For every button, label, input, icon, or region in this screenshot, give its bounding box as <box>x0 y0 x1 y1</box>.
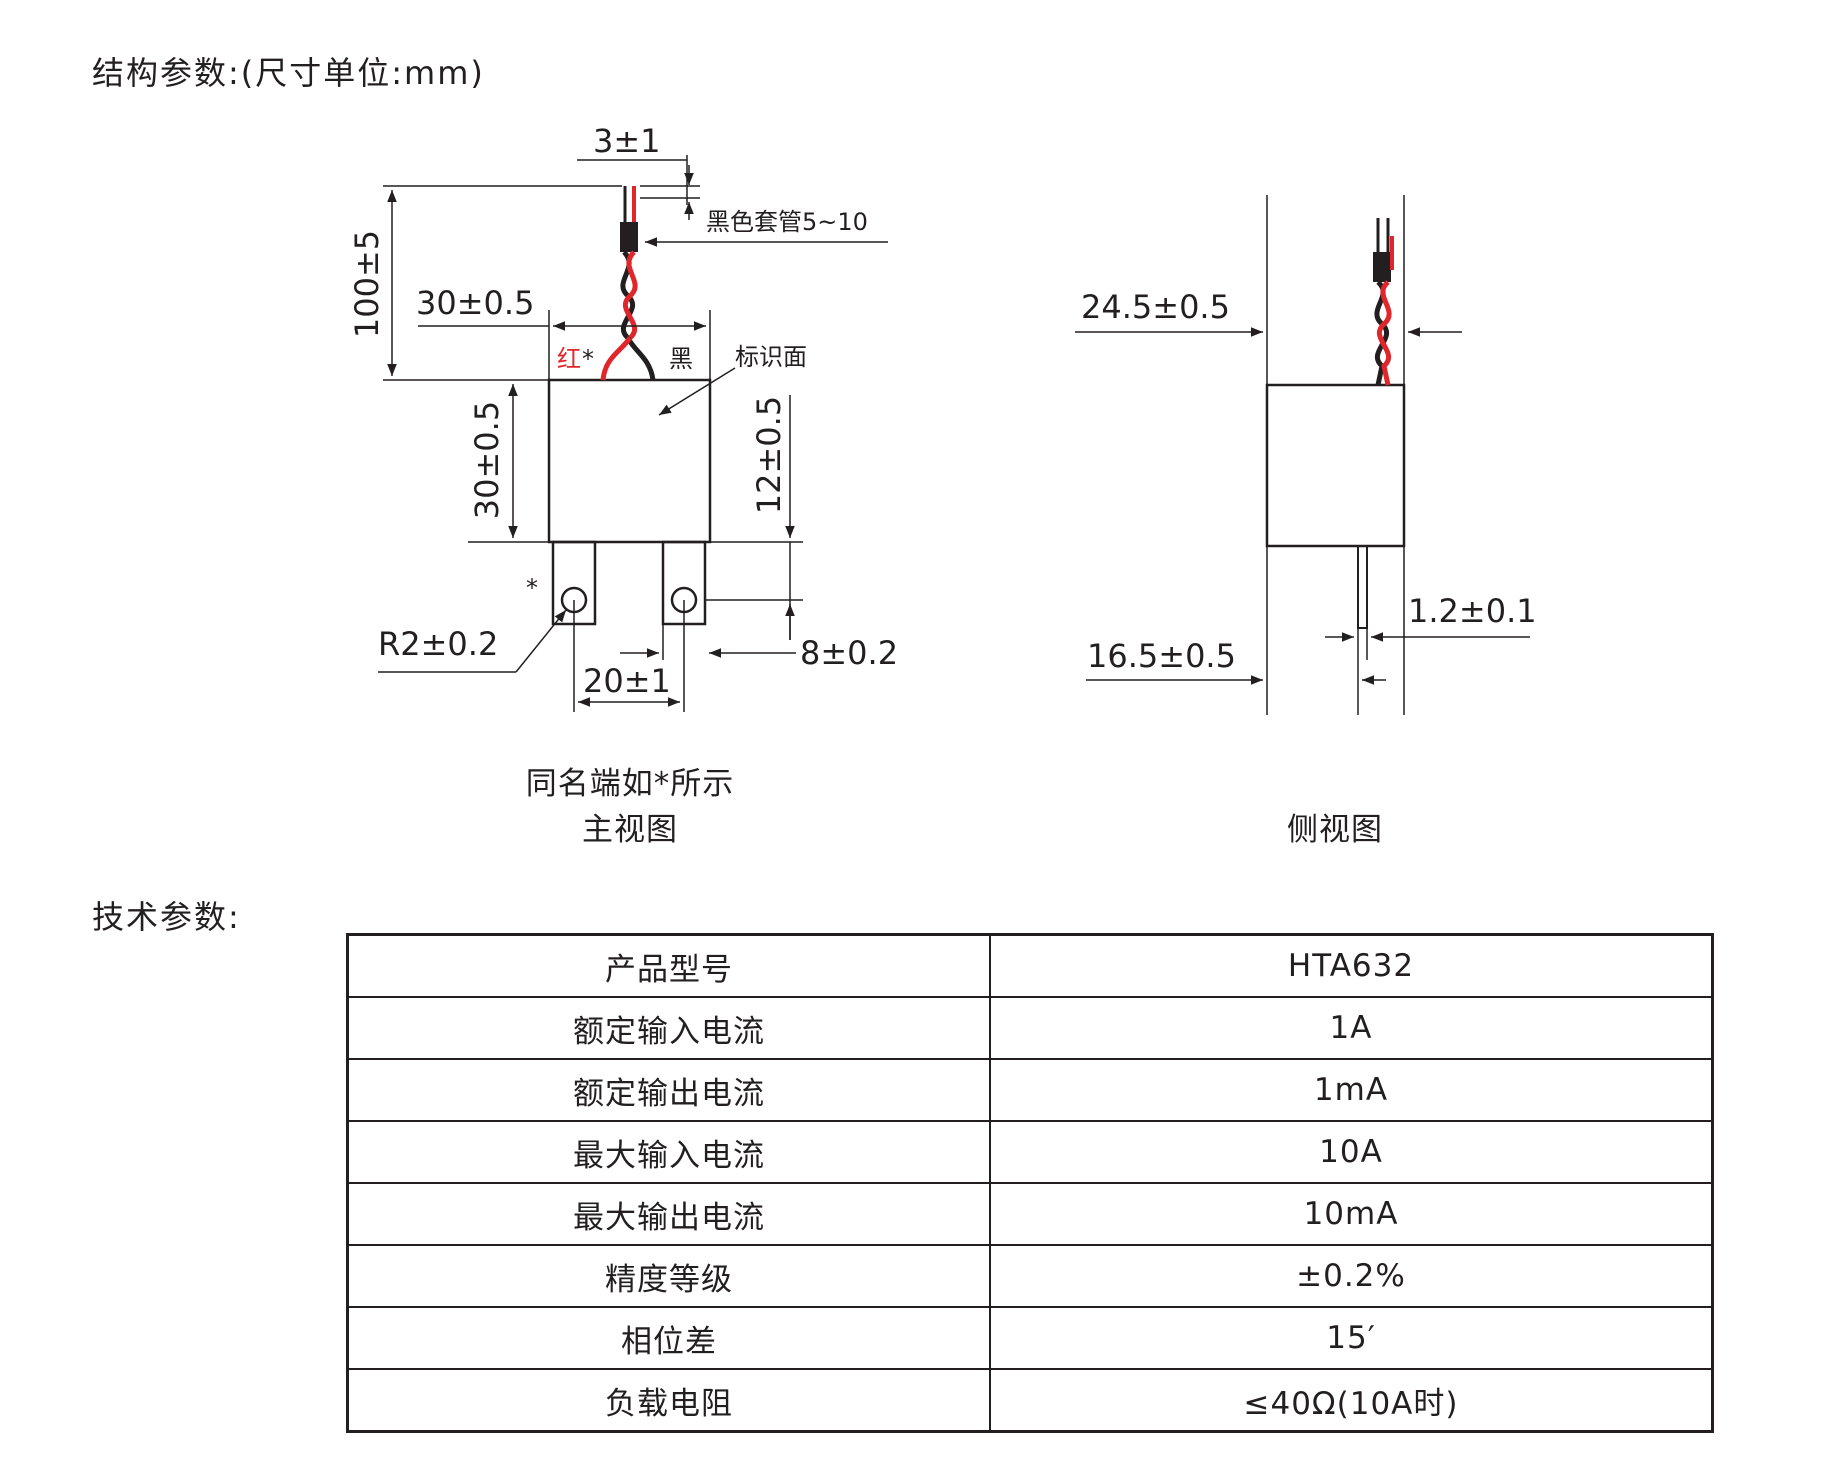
dim-pin-pitch: 20±1 <box>583 662 671 700</box>
sleeve-label: 黑色套管5~10 <box>706 208 868 236</box>
param-name: 最大输出电流 <box>346 1182 991 1246</box>
label-red: 红 <box>557 345 581 373</box>
side-view <box>1075 195 1530 715</box>
dim-lead-tip: 3±1 <box>593 122 661 160</box>
tech-heading: 技术参数: <box>92 898 241 936</box>
side-body <box>1265 383 1406 548</box>
front-view-caption-line2: 主视图 <box>582 812 678 848</box>
dim-total-length: 100±5 <box>348 230 386 338</box>
side-view-caption: 侧视图 <box>1287 812 1383 848</box>
pin-star-marker: * <box>526 574 538 602</box>
dimension-drawing: 3±1 黑色套管5~10 100±5 30±0.5 红 * 黑 标识面 30±0… <box>348 122 1537 715</box>
side-wires <box>1373 218 1394 386</box>
param-value: 15′ <box>989 1306 1714 1370</box>
param-name: 负载电阻 <box>346 1368 991 1433</box>
table-row: 额定输出电流 1mA <box>346 1058 1714 1122</box>
table-row: 最大输入电流 10A <box>346 1120 1714 1184</box>
param-name: 产品型号 <box>346 933 991 998</box>
param-name: 相位差 <box>346 1306 991 1370</box>
label-mark-face: 标识面 <box>735 343 807 371</box>
table-row: 负载电阻 ≤40Ω(10A时) <box>346 1368 1714 1433</box>
table-row: 精度等级 ±0.2% <box>346 1244 1714 1308</box>
dim-pin-thickness: 1.2±0.1 <box>1408 592 1537 630</box>
table-row: 额定输入电流 1A <box>346 996 1714 1060</box>
param-name: 额定输出电流 <box>346 1058 991 1122</box>
table-row: 产品型号 HTA632 <box>346 933 1714 998</box>
dim-hole-offset: 8±0.2 <box>800 634 898 672</box>
param-name: 额定输入电流 <box>346 996 991 1060</box>
front-view-caption-line1: 同名端如*所示 <box>525 766 735 802</box>
side-pin <box>1357 545 1368 629</box>
table-row: 最大输出电流 10mA <box>346 1182 1714 1246</box>
label-black: 黑 <box>669 345 693 373</box>
spec-table: 产品型号 HTA632 额定输入电流 1A 额定输出电流 1mA 最大输入电流 … <box>346 933 1714 1433</box>
dim-hole-radius: R2±0.2 <box>378 625 498 663</box>
table-row: 相位差 15′ <box>346 1306 1714 1370</box>
param-value: 1A <box>989 996 1714 1060</box>
dim-width: 30±0.5 <box>416 284 534 322</box>
front-wires <box>600 186 656 381</box>
param-value: 10mA <box>989 1182 1714 1246</box>
label-star: * <box>582 345 594 373</box>
front-body <box>547 378 712 544</box>
param-name: 精度等级 <box>346 1244 991 1308</box>
dim-pin-position: 16.5±0.5 <box>1087 637 1236 675</box>
structure-heading: 结构参数:(尺寸单位:mm) <box>92 54 485 92</box>
param-value: ≤40Ω(10A时) <box>989 1368 1714 1433</box>
param-value: 1mA <box>989 1058 1714 1122</box>
dim-height: 30±0.5 <box>468 401 506 519</box>
param-name: 最大输入电流 <box>346 1120 991 1184</box>
param-value: ±0.2% <box>989 1244 1714 1308</box>
front-view <box>378 155 888 712</box>
param-value: 10A <box>989 1120 1714 1184</box>
param-value: HTA632 <box>989 933 1714 998</box>
dim-pin-length: 12±0.5 <box>750 396 788 514</box>
dim-lead-width: 24.5±0.5 <box>1081 288 1230 326</box>
